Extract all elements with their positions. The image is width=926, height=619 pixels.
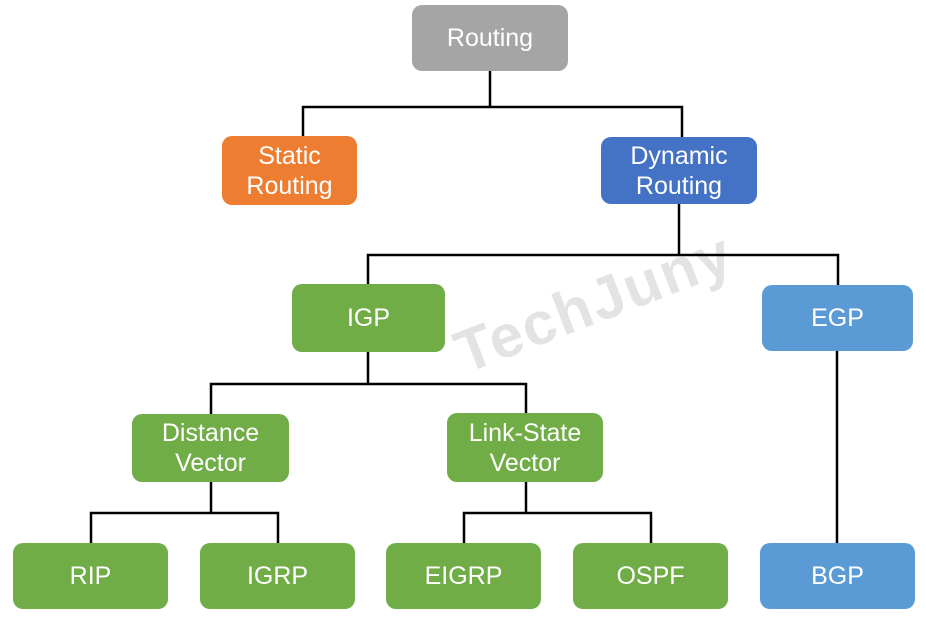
node-static-routing: Static Routing — [222, 136, 357, 205]
node-rip-label: RIP — [69, 562, 112, 590]
node-bgp-label: BGP — [811, 562, 864, 590]
node-ospf: OSPF — [573, 543, 728, 609]
connector-distance-branch — [89, 511, 280, 543]
node-egp-label: EGP — [811, 304, 864, 332]
node-igp-label: IGP — [346, 304, 391, 332]
node-routing-label: Routing — [446, 24, 534, 52]
connector-igp-branch — [209, 382, 528, 414]
connector-routing-branch — [301, 105, 684, 137]
node-eigrp: EIGRP — [386, 543, 541, 609]
node-ospf-label: OSPF — [616, 562, 685, 590]
node-igp: IGP — [292, 284, 445, 352]
node-bgp: BGP — [760, 543, 915, 609]
node-link-state-vector: Link-State Vector — [447, 413, 603, 482]
node-eigrp-label: EIGRP — [424, 562, 503, 590]
node-igrp: IGRP — [200, 543, 355, 609]
node-distance-vector-label: Distance Vector — [161, 419, 260, 477]
node-dynamic-routing: Dynamic Routing — [601, 137, 757, 204]
node-static-routing-label: Static Routing — [246, 141, 333, 200]
connector-linkstate-branch — [462, 511, 653, 543]
node-rip: RIP — [13, 543, 168, 609]
node-dynamic-routing-label: Dynamic Routing — [630, 141, 728, 200]
connector-dynamic-branch — [366, 253, 840, 285]
node-egp: EGP — [762, 285, 913, 351]
node-link-state-vector-label: Link-State Vector — [468, 418, 582, 477]
node-igrp-label: IGRP — [246, 562, 309, 590]
node-routing: Routing — [412, 5, 568, 71]
node-distance-vector: Distance Vector — [132, 414, 289, 482]
